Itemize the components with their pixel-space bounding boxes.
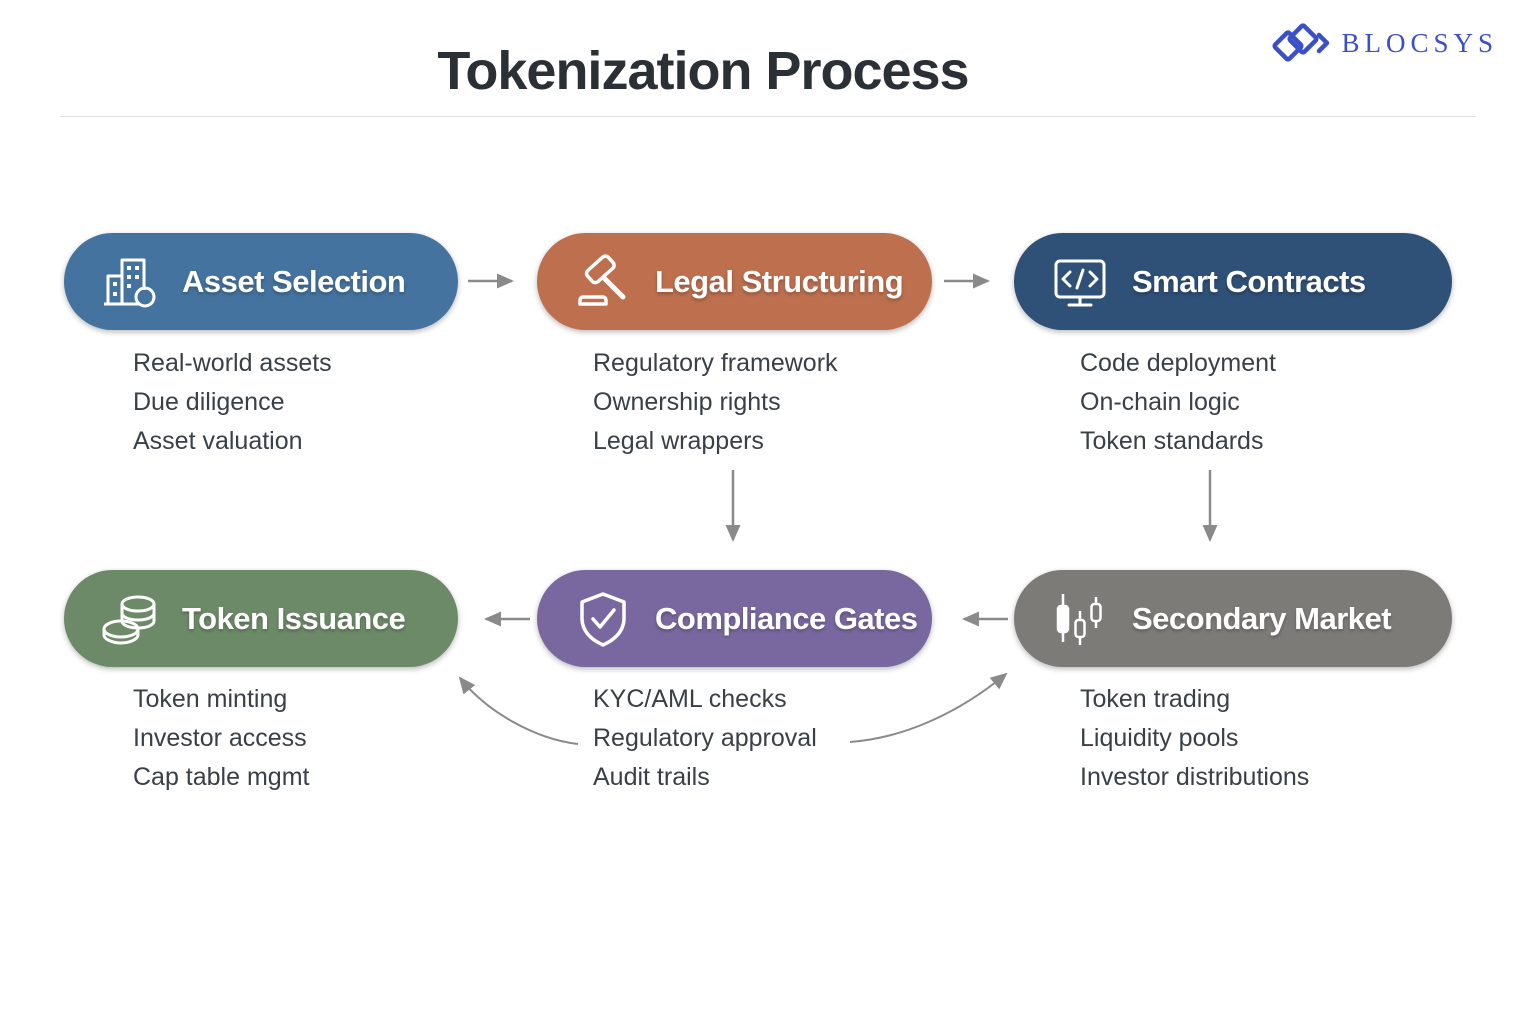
stage-item: Regulatory approval	[593, 724, 817, 752]
stage-item: Ownership rights	[593, 388, 781, 416]
arrow-curved-to-secondary-market	[849, 672, 1008, 743]
stage-item: Audit trails	[593, 763, 710, 791]
stage-item: Token standards	[1080, 427, 1264, 455]
stage-pill-token-issuance: Token Issuance	[64, 570, 458, 667]
stage-item: Token trading	[1080, 685, 1231, 713]
stage-item: Token minting	[133, 685, 288, 713]
stage-pill-compliance-gates: Compliance Gates	[537, 570, 932, 667]
stage-item: KYC/AML checks	[593, 685, 787, 713]
header-divider	[60, 116, 1476, 117]
shield-check-icon	[573, 589, 633, 649]
gavel-icon	[573, 252, 633, 312]
stage-item: Legal wrappers	[593, 427, 764, 455]
building-search-icon	[100, 252, 160, 312]
stage-item: Liquidity pools	[1080, 724, 1239, 752]
stage-pill-secondary-market: Secondary Market	[1014, 570, 1452, 667]
stage-label: Compliance Gates	[655, 600, 918, 636]
stage-label: Asset Selection	[182, 263, 406, 299]
stage-pill-asset-selection: Asset Selection	[64, 233, 458, 330]
candlestick-chart-icon	[1050, 589, 1110, 649]
stage-items-smart-contracts: Code deployment On-chain logic Token sta…	[1080, 344, 1276, 461]
page-title: Tokenization Process	[437, 41, 969, 101]
stage-item: Real-world assets	[133, 349, 332, 377]
stage-item: Asset valuation	[133, 427, 303, 455]
stage-item: Regulatory framework	[593, 349, 838, 377]
stage-items-compliance-gates: KYC/AML checks Regulatory approval Audit…	[593, 680, 817, 797]
arrow-curved-to-token-issuance	[458, 676, 579, 745]
stage-item: Investor distributions	[1080, 763, 1310, 791]
brand-logo: BLOCSYS	[1271, 20, 1498, 66]
stage-item: Investor access	[133, 724, 307, 752]
stage-pill-smart-contracts: Smart Contracts	[1014, 233, 1452, 330]
stage-label: Token Issuance	[182, 600, 406, 636]
stage-items-token-issuance: Token minting Investor access Cap table …	[133, 680, 309, 797]
stage-items-secondary-market: Token trading Liquidity pools Investor d…	[1080, 680, 1309, 797]
stage-item: Cap table mgmt	[133, 763, 310, 791]
stage-item: Due diligence	[133, 388, 285, 416]
stage-label: Legal Structuring	[655, 263, 904, 299]
stage-pill-legal-structuring: Legal Structuring	[537, 233, 932, 330]
stage-item: Code deployment	[1080, 349, 1276, 377]
blocsys-logo-icon	[1271, 20, 1333, 66]
brand-name: BLOCSYS	[1341, 27, 1498, 58]
coins-icon	[100, 589, 160, 649]
stage-label: Secondary Market	[1132, 600, 1392, 636]
stage-item: On-chain logic	[1080, 388, 1240, 416]
stage-label: Smart Contracts	[1132, 263, 1366, 299]
stage-items-legal-structuring: Regulatory framework Ownership rights Le…	[593, 344, 838, 461]
code-monitor-icon	[1050, 252, 1110, 312]
stage-items-asset-selection: Real-world assets Due diligence Asset va…	[133, 344, 332, 461]
